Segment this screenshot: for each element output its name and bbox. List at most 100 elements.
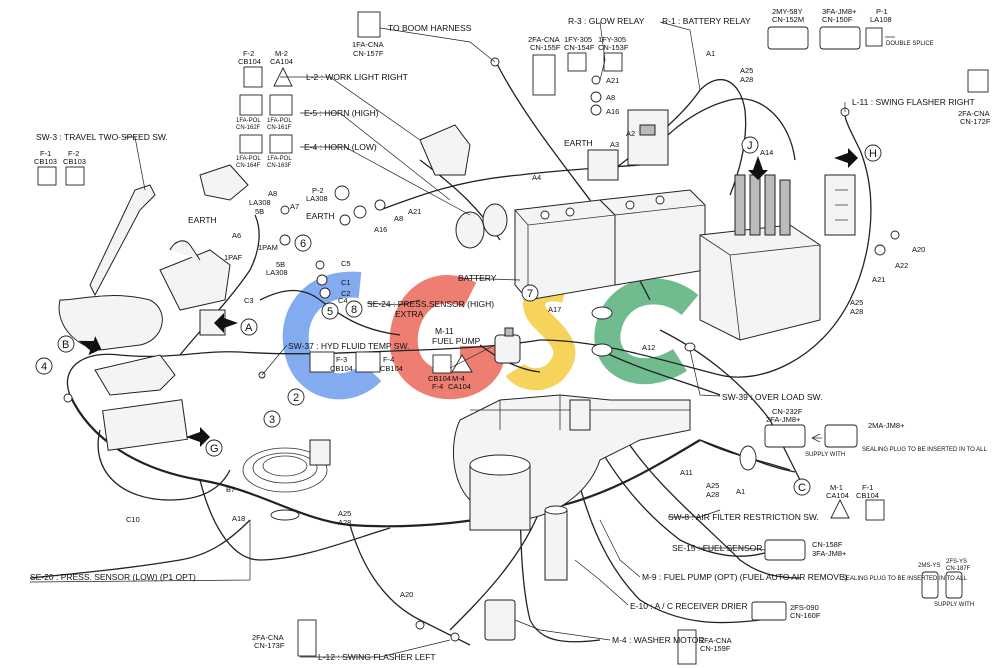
terminals <box>63 57 900 642</box>
part-5b-a: 5B <box>255 207 264 216</box>
part-a16-top: A16 <box>606 107 619 116</box>
part-c2: C2 <box>341 289 351 298</box>
pol2-a: 1FA-POL <box>267 118 292 124</box>
horn-low-label: E-4 : HORN (LOW) <box>304 142 377 152</box>
part-number-labels: A1 A25 A28 A21 A8 A16 A2 A3 A4 A14 A20 A… <box>126 49 925 599</box>
connector-1fy305a-icon <box>567 52 587 72</box>
watermark-green-c <box>594 278 699 385</box>
part-a25-right: A25 <box>850 298 863 307</box>
f2b-a: F-2 <box>68 149 79 158</box>
marker-a: A <box>245 322 253 334</box>
connector-pol4-icon <box>269 134 293 154</box>
arrow-b-icon <box>78 336 102 356</box>
cn159-a: 2FA-CNA <box>700 636 732 645</box>
pol3-a: 1FA-POL <box>236 156 261 162</box>
part-a28-low: A28 <box>706 490 719 499</box>
fs090-b: CN-160F <box>790 611 821 620</box>
connector-p2-icon <box>334 185 350 201</box>
pol1-b: CN-162F <box>236 125 261 131</box>
marker-b: B <box>62 339 69 351</box>
part-a28-top: A28 <box>740 75 753 84</box>
cn154-b: CN-154F <box>564 43 595 52</box>
cn155-b: CN-155F <box>530 43 561 52</box>
engine-block <box>452 394 691 581</box>
press-sensor-low-label: SE-20 : PRESS. SENSOR (LOW) (P1 OPT) <box>30 572 196 582</box>
arrow-j-icon <box>748 156 768 180</box>
f4c-label: F-4 <box>432 382 443 391</box>
connector-2fs-090-icon <box>751 601 787 621</box>
marker-j: J <box>747 140 753 152</box>
ms-ys-label: 2MS-YS <box>918 563 940 569</box>
marker-5: 5 <box>327 306 333 318</box>
cn157-a: 1FA-CNA <box>352 40 384 49</box>
marker-h: H <box>869 148 877 160</box>
ma-jm8-label: 2MA-JM8+ <box>868 421 905 430</box>
part-a21-top: A21 <box>606 76 619 85</box>
cn155-a: 2FA-CNA <box>528 35 560 44</box>
part-a11: A11 <box>680 468 693 477</box>
connector-icons <box>37 11 989 665</box>
swing-flasher-right-label: L-11 : SWING FLASHER RIGHT <box>852 97 975 107</box>
harness-wires <box>29 59 872 646</box>
sealing-plug-note-2: SEALING PLUG TO BE INSERTED IN TO ALL <box>842 576 967 582</box>
extra-label: EXTRA <box>395 309 424 319</box>
connector-f2b-icon <box>65 166 85 186</box>
part-a25-low: A25 <box>706 481 719 490</box>
m2-b: CA104 <box>270 57 293 66</box>
cn152-a: 2MY-58Y <box>772 7 803 16</box>
part-a6: A6 <box>232 231 241 240</box>
f4-a: F-4 <box>383 355 394 364</box>
earth-label-2: EARTH <box>188 215 217 225</box>
leader-lines <box>29 21 846 658</box>
pol1-a: 1FA-POL <box>236 118 261 124</box>
arrow-h-icon <box>834 148 858 168</box>
cn153-b: CN-153F <box>598 43 629 52</box>
part-a1-low: A1 <box>736 487 745 496</box>
connector-2ms-ys-icon <box>921 571 939 599</box>
connector-2my58y-icon <box>767 26 809 50</box>
m2-a: M-2 <box>275 49 288 58</box>
part-a8-mid: A8 <box>268 189 277 198</box>
overload-label: SW-39 : OVER LOAD SW. <box>722 392 822 402</box>
part-a25-top: A25 <box>740 66 753 75</box>
callout-labels: TO BOOM HARNESS R-3 : GLOW RELAY R-1 : B… <box>30 16 975 662</box>
connector-cn158-icon <box>764 539 806 561</box>
fuel-pump-label: FUEL PUMP <box>432 336 481 346</box>
horn-high-label: E-5 : HORN (HIGH) <box>304 108 379 118</box>
supply-with-label-2: SUPPLY WITH <box>934 602 974 608</box>
sealing-plug-note-1: SEALING PLUG TO BE INSERTED IN TO ALL <box>862 447 987 453</box>
part-a28-right: A28 <box>850 307 863 316</box>
sealing-plug-notes: SEALING PLUG TO BE INSERTED IN TO ALL SE… <box>842 447 987 582</box>
part-a20: A20 <box>912 245 925 254</box>
marker-4: 4 <box>41 361 47 373</box>
travel-two-speed-label: SW-3 : TRAVEL TWO-SPEED SW. <box>36 132 168 142</box>
fs-ys-b: CN-187F <box>946 566 971 572</box>
double-splice-label: DOUBLE SPLICE <box>886 41 934 47</box>
connector-cn172-icon <box>967 69 989 93</box>
cn158-b: 3FA-JM8+ <box>812 549 847 558</box>
part-a1-top: A1 <box>706 49 715 58</box>
horn-assembly <box>419 124 508 249</box>
cn173-b: CN-173F <box>254 641 285 650</box>
circled-markers <box>35 136 882 496</box>
fs-ys-a: 2FS-YS <box>946 559 967 565</box>
cn157-b: CN-157F <box>353 49 384 58</box>
connector-m4c-icon <box>451 354 473 373</box>
f4-b: CB104 <box>380 364 403 373</box>
travel-levers <box>58 184 231 451</box>
part-c5: C5 <box>341 259 351 268</box>
earth-label-3: EARTH <box>306 211 335 221</box>
m1-b: CA104 <box>826 491 849 500</box>
cn158-a: CN-158F <box>812 540 843 549</box>
part-la308-a: LA308 <box>249 198 271 207</box>
cn150-a: 3FA-JM8+ <box>822 7 857 16</box>
fuel-pump-opt-label: M-9 : FUEL PUMP (OPT) (FUEL AUTO AIR REM… <box>642 572 848 582</box>
connector-3fa-jm8-icon <box>819 26 861 50</box>
part-a17: A17 <box>548 305 561 314</box>
marker-g: G <box>210 443 219 455</box>
marker-2: 2 <box>293 392 299 404</box>
boom-harness-label: TO BOOM HARNESS <box>388 23 472 33</box>
part-a7: A7 <box>290 202 299 211</box>
connector-f2-icon <box>243 66 263 88</box>
marker-c: C <box>798 482 806 494</box>
